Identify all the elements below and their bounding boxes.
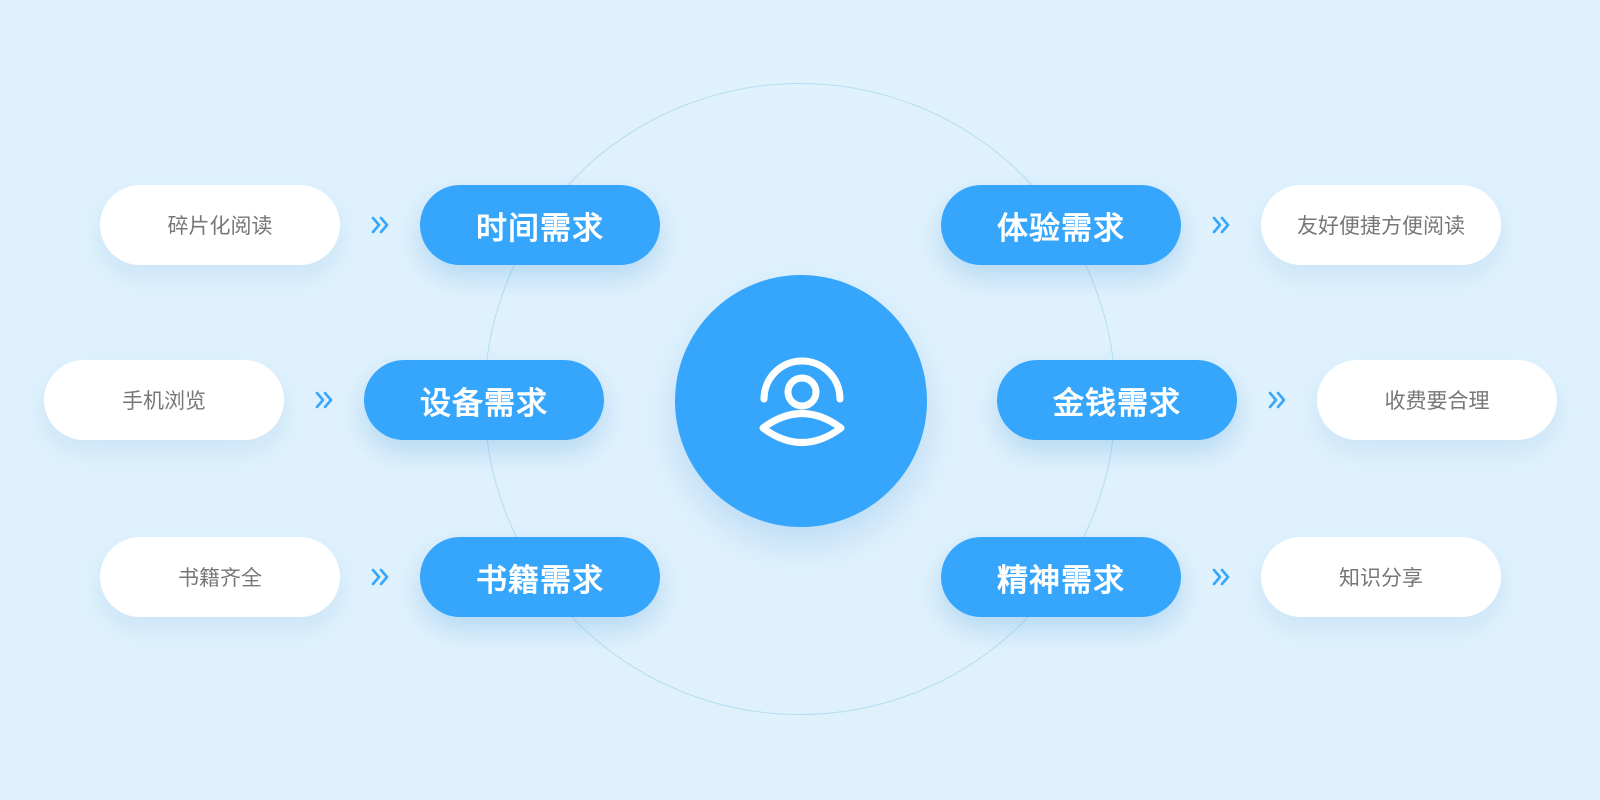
detail-pill-complete-books: 书籍齐全	[100, 537, 340, 617]
detail-label: 知识分享	[1339, 566, 1423, 590]
need-pill-device: 设备需求	[364, 360, 604, 440]
need-pill-time: 时间需求	[420, 185, 660, 265]
detail-pill-friendly-reading: 友好便捷方便阅读	[1261, 185, 1501, 265]
detail-label: 友好便捷方便阅读	[1297, 214, 1465, 238]
detail-label: 收费要合理	[1384, 389, 1490, 413]
need-label: 时间需求	[476, 210, 604, 247]
need-pill-books: 书籍需求	[420, 537, 660, 617]
need-label: 金钱需求	[1053, 385, 1181, 422]
double-chevron-right-icon	[1209, 213, 1233, 237]
detail-label: 手机浏览	[122, 389, 206, 413]
double-chevron-right-icon	[1265, 388, 1289, 412]
user-icon	[741, 339, 861, 463]
need-label: 体验需求	[997, 210, 1125, 247]
need-label: 设备需求	[420, 385, 548, 422]
need-pill-spiritual: 精神需求	[941, 537, 1181, 617]
detail-pill-fragmented-reading: 碎片化阅读	[100, 185, 340, 265]
double-chevron-right-icon	[1209, 565, 1233, 589]
detail-pill-mobile-browsing: 手机浏览	[44, 360, 284, 440]
detail-pill-knowledge-sharing: 知识分享	[1261, 537, 1501, 617]
need-label: 精神需求	[997, 562, 1125, 599]
double-chevron-right-icon	[312, 388, 336, 412]
need-label: 书籍需求	[476, 562, 604, 599]
double-chevron-right-icon	[368, 213, 392, 237]
double-chevron-right-icon	[368, 565, 392, 589]
need-pill-experience: 体验需求	[941, 185, 1181, 265]
need-pill-money: 金钱需求	[997, 360, 1237, 440]
center-circle	[675, 275, 927, 527]
detail-label: 书籍齐全	[178, 566, 262, 590]
detail-label: 碎片化阅读	[167, 214, 273, 238]
detail-pill-reasonable-fees: 收费要合理	[1317, 360, 1557, 440]
